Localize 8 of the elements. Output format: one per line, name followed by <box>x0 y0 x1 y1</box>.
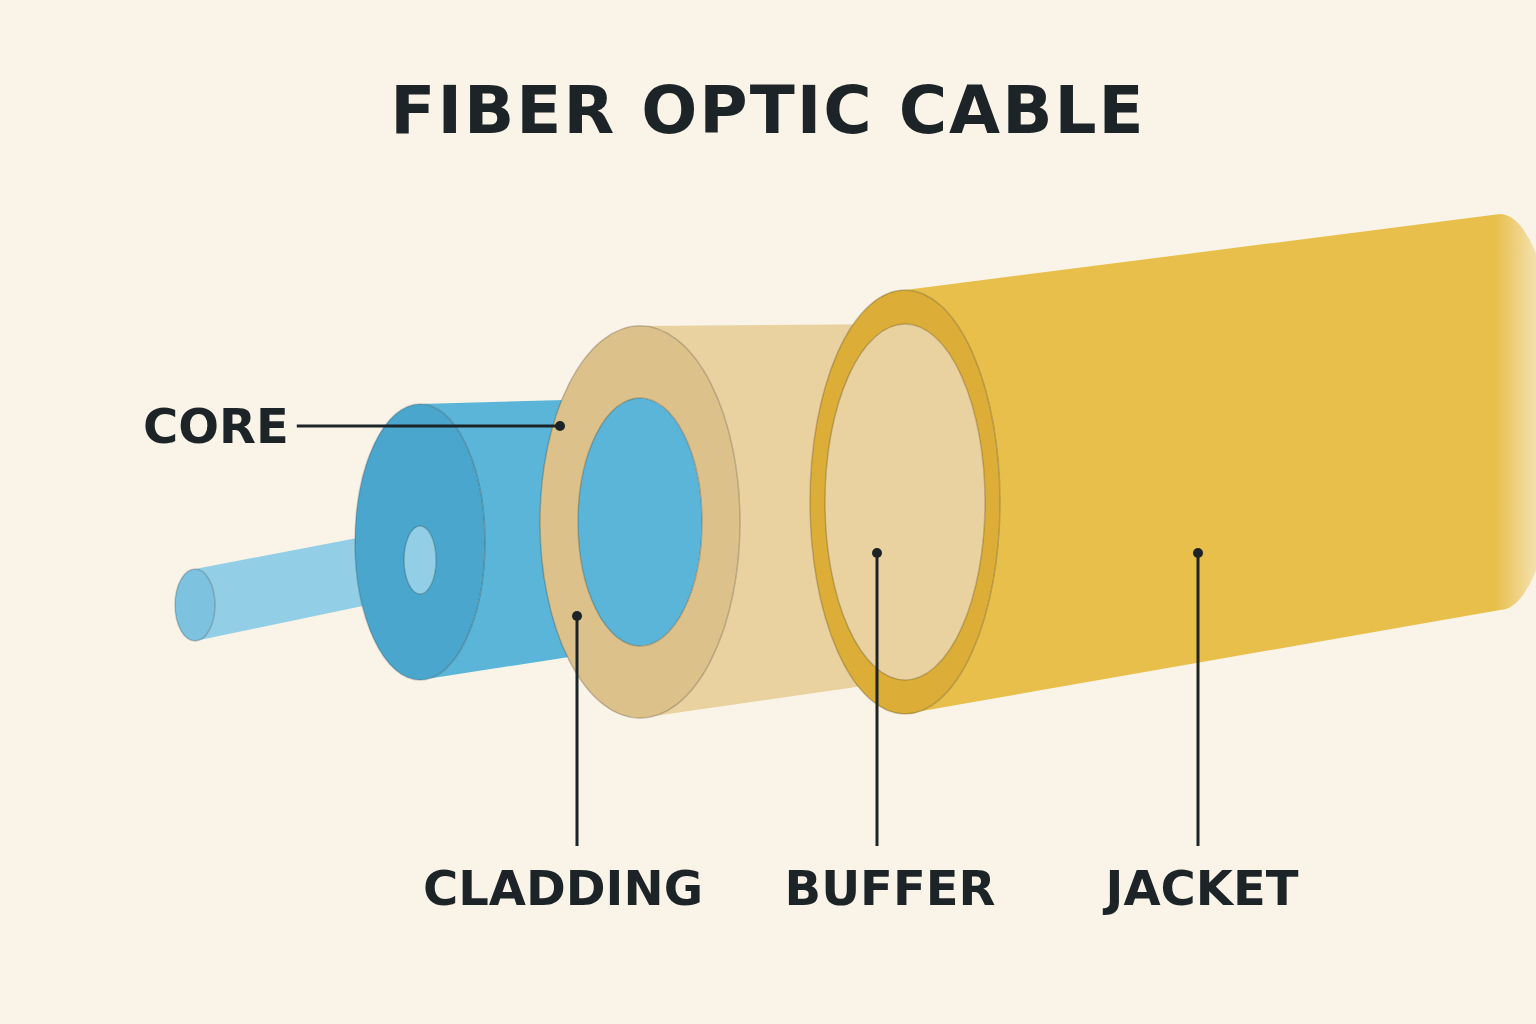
leader-line <box>572 611 582 846</box>
leader-line <box>296 421 565 431</box>
leader-line <box>872 548 882 846</box>
part-label: CORE <box>143 402 289 450</box>
jacket-cylinder <box>809 214 1536 715</box>
title: FIBER OPTIC CABLE <box>389 78 1147 144</box>
part-label: CLADDING <box>363 864 763 912</box>
leader-line <box>1193 548 1203 846</box>
